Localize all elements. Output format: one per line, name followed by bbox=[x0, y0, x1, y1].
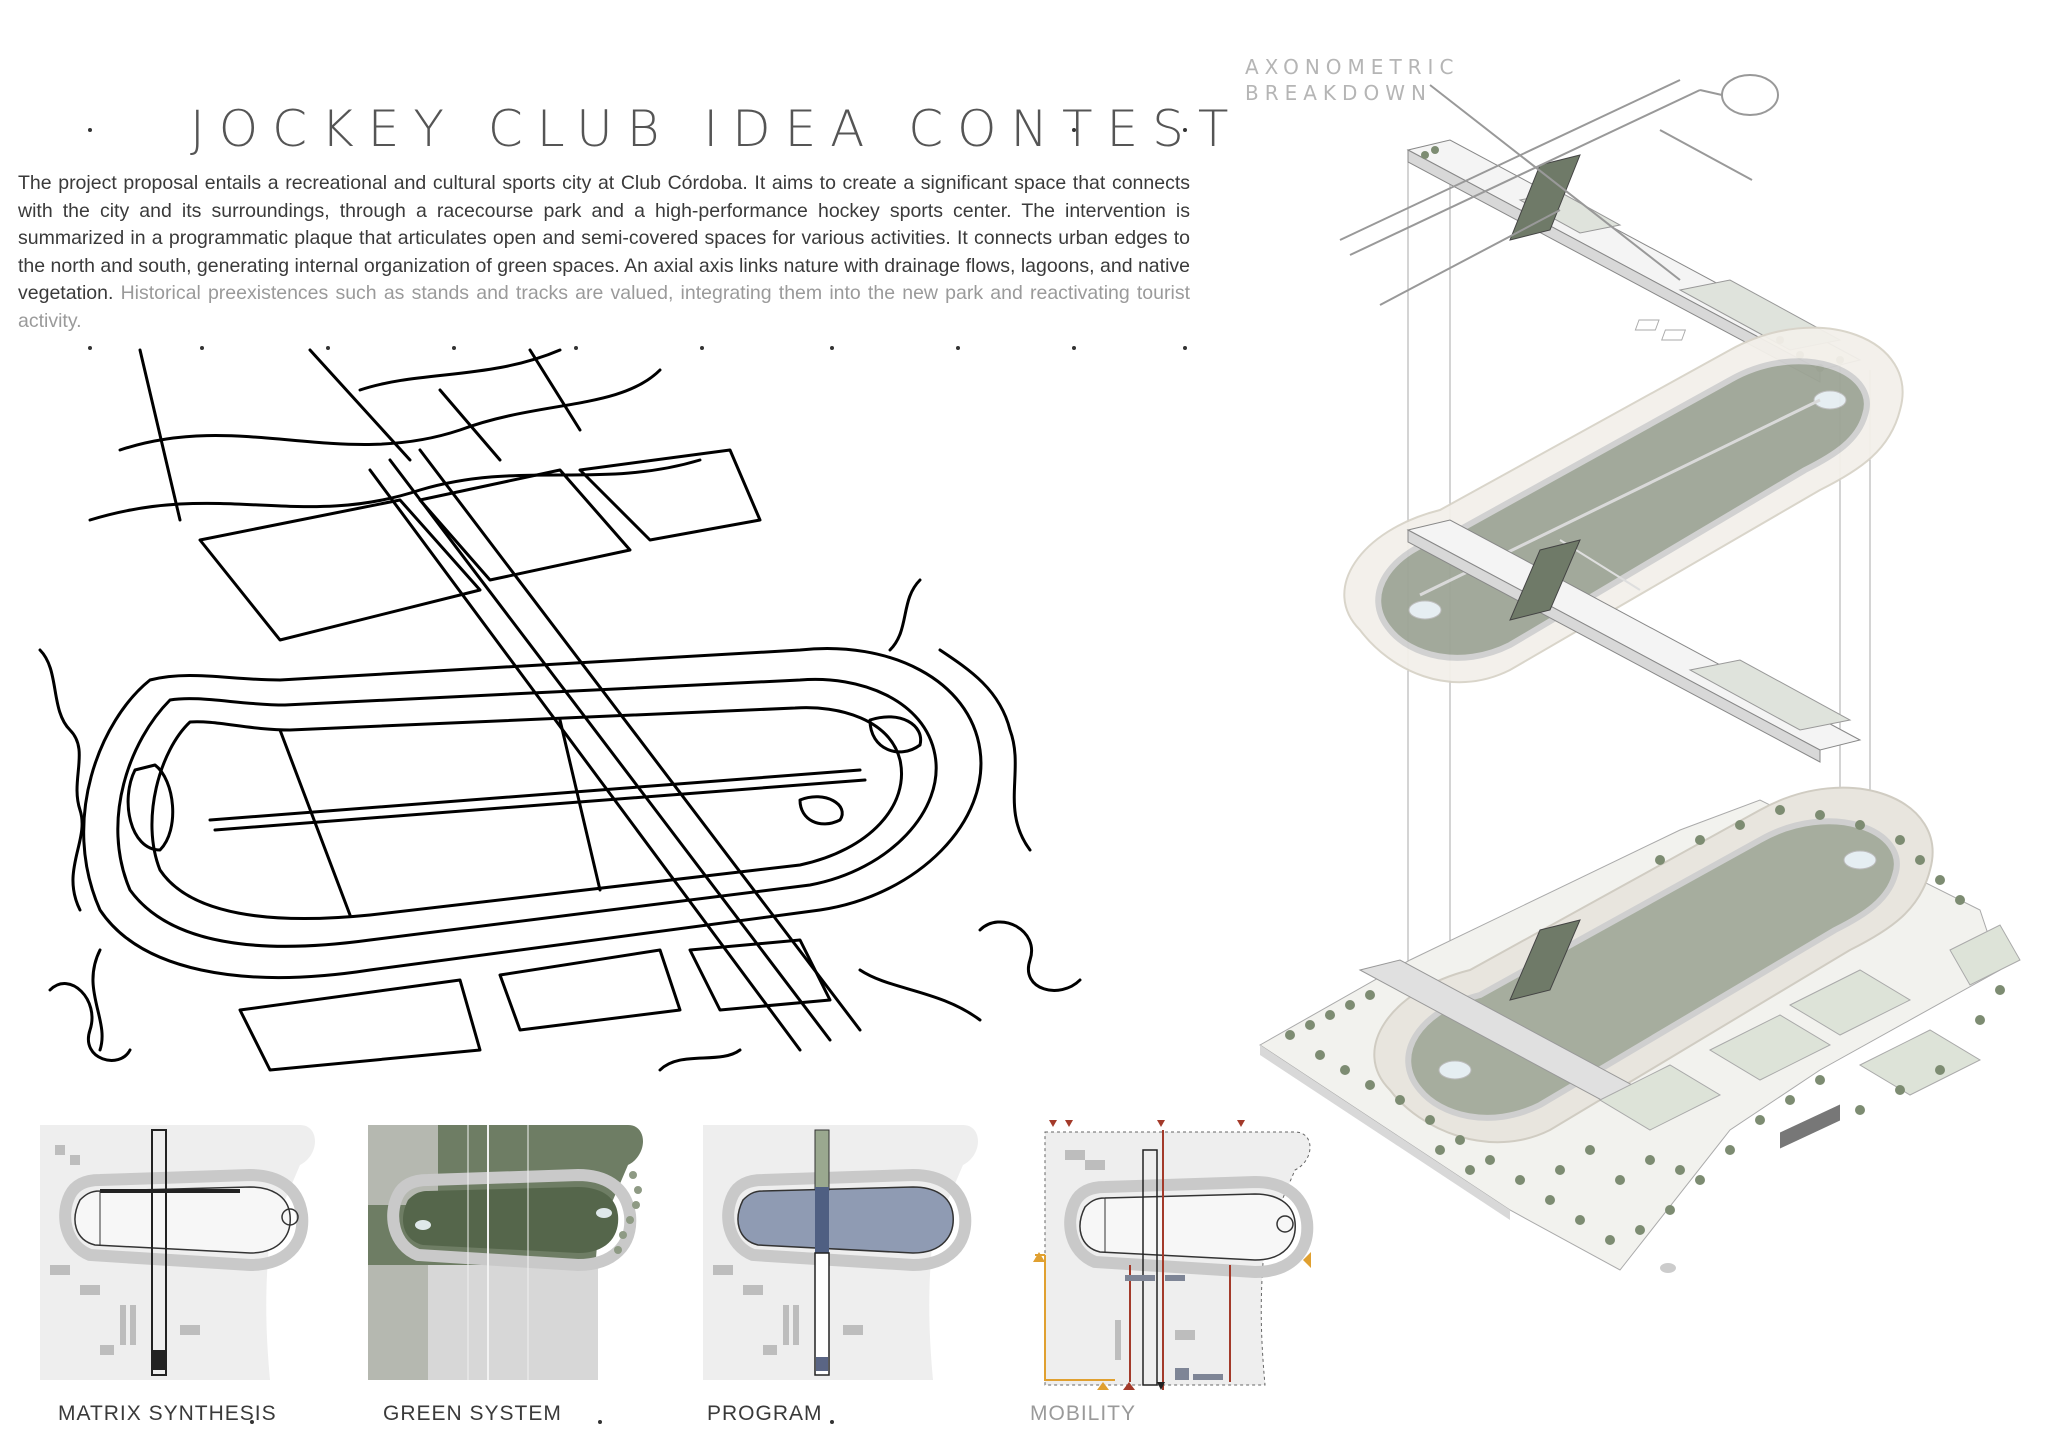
thumbnail-label-matrix: MATRIX SYNTHESIS bbox=[58, 1402, 277, 1425]
thumbnail-mobility bbox=[1033, 1120, 1314, 1390]
axonometric-breakdown bbox=[1259, 74, 2021, 1273]
axonometric-title-line1: AXONOMETRIC bbox=[1245, 55, 1460, 79]
thumbnail-program bbox=[703, 1125, 978, 1380]
axonometric-title: AXONOMETRIC BREAKDOWN bbox=[1245, 54, 1459, 106]
project-description: The project proposal entails a recreatio… bbox=[18, 170, 1190, 335]
axo-layer-site bbox=[1259, 786, 2021, 1273]
title-dot bbox=[1072, 128, 1076, 132]
description-main: The project proposal entails a recreatio… bbox=[18, 172, 1190, 304]
hand-sketch bbox=[38, 348, 1082, 1072]
thumbnail-matrix bbox=[40, 1125, 315, 1380]
label-dot bbox=[830, 1420, 834, 1424]
thumbnail-label-program: PROGRAM bbox=[707, 1402, 823, 1425]
description-faint: Historical preexistences such as stands … bbox=[18, 282, 1190, 332]
label-dot bbox=[598, 1420, 602, 1424]
title-dot bbox=[88, 128, 92, 132]
axonometric-title-line2: BREAKDOWN bbox=[1245, 81, 1432, 105]
thumbnail-label-mobility: MOBILITY bbox=[1030, 1402, 1137, 1425]
label-dot bbox=[250, 1420, 254, 1424]
page-title: JOCKEY CLUB IDEA CONTEST bbox=[190, 100, 1243, 158]
thumbnail-label-green: GREEN SYSTEM bbox=[383, 1402, 562, 1425]
title-dot bbox=[1183, 128, 1187, 132]
axo-layer-axis-2 bbox=[1406, 519, 1862, 763]
thumbnail-green bbox=[368, 1125, 643, 1380]
